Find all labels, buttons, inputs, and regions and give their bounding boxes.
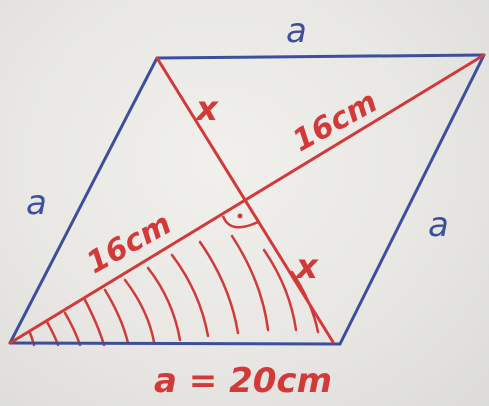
label-diag-upper: 16cm bbox=[287, 84, 383, 159]
rhombus-sides bbox=[8, 53, 486, 346]
label-segment-upper: x bbox=[194, 89, 219, 129]
shaded-triangle-hatching bbox=[28, 234, 320, 347]
label-side-bottom: a = 20cm bbox=[154, 361, 332, 401]
side-left bbox=[8, 56, 159, 345]
rhombus-diagonals bbox=[8, 53, 486, 345]
label-side-right: a bbox=[428, 205, 449, 245]
label-side-top: a bbox=[286, 11, 307, 51]
side-top bbox=[155, 53, 486, 60]
long-diagonal bbox=[8, 53, 486, 345]
short-diagonal bbox=[155, 56, 335, 344]
right-angle-marker bbox=[221, 213, 259, 229]
side-bottom bbox=[8, 341, 342, 346]
side-right bbox=[338, 53, 486, 346]
label-segment-lower: x bbox=[294, 247, 319, 287]
label-side-left: a bbox=[26, 183, 47, 223]
